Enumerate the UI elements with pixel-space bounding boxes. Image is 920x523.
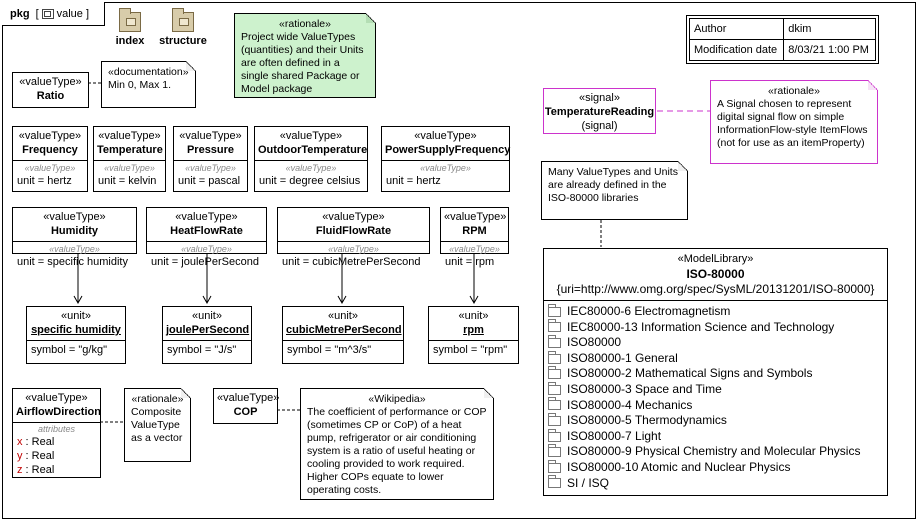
rationale-note-airflow[interactable]: «rationale» Composite ValueType as a vec… bbox=[124, 388, 191, 462]
valuetype-fluid-flow-rate[interactable]: «valueType»FluidFlowRate «valueType»unit… bbox=[277, 207, 430, 268]
library-package-item[interactable]: ISO80000-2 Mathematical Signs and Symbol… bbox=[548, 366, 883, 382]
rationale-note-signal[interactable]: «rationale» A Signal chosen to represent… bbox=[710, 80, 878, 164]
library-package-item[interactable]: ISO80000-5 Thermodynamics bbox=[548, 412, 883, 429]
folder-icon bbox=[548, 412, 561, 426]
library-package-item[interactable]: ISO80000-1 General bbox=[548, 350, 883, 367]
package-icon bbox=[119, 8, 141, 32]
iso-library-note[interactable]: Many ValueTypes and Units are already de… bbox=[541, 161, 688, 220]
valuetype-humidity[interactable]: «valueType»Humidity «valueType»unit = sp… bbox=[12, 207, 137, 268]
library-package-item[interactable]: IEC80000-13 Information Science and Tech… bbox=[548, 319, 883, 336]
library-package-item[interactable]: ISO80000-4 Mechanics bbox=[548, 397, 883, 414]
valuetype-power-supply-frequency[interactable]: «valueType»PowerSupplyFrequency «valueTy… bbox=[381, 126, 510, 192]
diagram-info-table: Author dkim Modification date 8/03/21 1:… bbox=[686, 15, 879, 64]
unit-joule-per-second[interactable]: «unit»joulePerSecond symbol = "J/s" bbox=[162, 306, 252, 364]
folder-icon bbox=[548, 334, 561, 348]
documentation-note[interactable]: «documentation» Min 0, Max 1. bbox=[101, 61, 196, 108]
author-value: dkim bbox=[783, 18, 876, 40]
library-package-item[interactable]: ISO80000-3 Space and Time bbox=[548, 381, 883, 398]
folder-icon bbox=[548, 475, 561, 489]
valuetype-frequency[interactable]: «valueType»Frequency «valueType»unit = h… bbox=[12, 126, 88, 192]
package-index[interactable]: index bbox=[112, 8, 148, 47]
package-icon bbox=[41, 8, 54, 19]
author-label: Author bbox=[688, 18, 785, 40]
package-icon bbox=[172, 8, 194, 32]
rationale-note-top[interactable]: «rationale» Project wide ValueTypes (qua… bbox=[234, 13, 376, 98]
model-library-iso-80000[interactable]: «ModelLibrary» ISO-80000 {uri=http://www… bbox=[543, 248, 888, 497]
unit-cubic-metre-per-second[interactable]: «unit»cubicMetrePerSecond symbol = "m^3/… bbox=[282, 306, 404, 364]
package-name: value bbox=[56, 7, 83, 20]
folder-icon bbox=[548, 319, 561, 333]
valuetype-heat-flow-rate[interactable]: «valueType»HeatFlowRate «valueType»unit … bbox=[146, 207, 267, 268]
valuetype-rpm[interactable]: «valueType»RPM «valueType»unit = rpm bbox=[440, 207, 509, 268]
library-package-item[interactable]: ISO80000-9 Physical Chemistry and Molecu… bbox=[548, 444, 883, 460]
folder-icon bbox=[548, 303, 561, 317]
date-label: Modification date bbox=[688, 39, 785, 61]
package-structure[interactable]: structure bbox=[158, 8, 208, 47]
attr-z: z : Real bbox=[17, 464, 55, 476]
library-package-item[interactable]: IEC80000-6 Electromagnetism bbox=[548, 303, 883, 320]
unit-specific-humidity[interactable]: «unit»specific humidity symbol = "g/kg" bbox=[26, 306, 126, 364]
valuetype-cop[interactable]: «valueType»COP bbox=[213, 388, 279, 424]
library-package-item[interactable]: ISO80000-10 Atomic and Nuclear Physics bbox=[548, 459, 883, 476]
folder-icon bbox=[548, 444, 561, 458]
valuetype-airflow-direction[interactable]: «valueType»AirflowDirection attributes x… bbox=[12, 388, 101, 478]
folder-icon bbox=[548, 428, 561, 442]
date-value: 8/03/21 1:00 PM bbox=[783, 39, 876, 61]
package-tab[interactable]: pkg [ value ] bbox=[2, 2, 105, 26]
wikipedia-note[interactable]: «Wikipedia» The coefficient of performan… bbox=[300, 388, 494, 500]
library-package-item[interactable]: SI / ISQ bbox=[548, 475, 883, 492]
valuetype-ratio[interactable]: «valueType» Ratio bbox=[12, 72, 89, 108]
folder-icon bbox=[548, 366, 561, 380]
folder-icon bbox=[548, 381, 561, 395]
signal-temperature-reading[interactable]: «signal» TemperatureReading (signal) bbox=[543, 88, 656, 134]
valuetype-pressure[interactable]: «valueType»Pressure «valueType»unit = pa… bbox=[173, 126, 248, 192]
package-keyword: pkg bbox=[10, 7, 30, 20]
valuetype-temperature[interactable]: «valueType»Temperature «valueType»unit =… bbox=[93, 126, 166, 192]
library-package-item[interactable]: ISO80000-7 Light bbox=[548, 428, 883, 445]
folder-icon bbox=[548, 350, 561, 364]
library-package-item[interactable]: ISO80000 bbox=[548, 334, 883, 351]
folder-icon bbox=[548, 459, 561, 473]
attr-y: y : Real bbox=[17, 450, 55, 462]
attr-x: x : Real bbox=[17, 436, 55, 448]
unit-rpm[interactable]: «unit»rpm symbol = "rpm" bbox=[428, 306, 519, 364]
folder-icon bbox=[548, 397, 561, 411]
valuetype-outdoor-temperature[interactable]: «valueType»OutdoorTemperature «valueType… bbox=[254, 126, 368, 192]
